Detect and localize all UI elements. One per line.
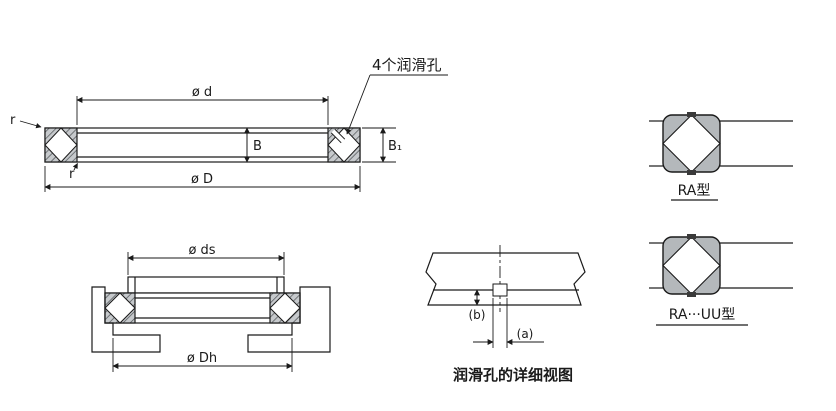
dim-label-b: (b): [469, 308, 486, 322]
mounted-diamond-right: [269, 292, 301, 324]
r-left-label: r: [10, 113, 16, 128]
dim-label-ds: ø ds: [188, 243, 215, 258]
housing-right: [247, 286, 331, 353]
r-bottom-label: r: [69, 167, 75, 182]
ra-bottom-notch: [687, 170, 696, 175]
lube-hole-detail-view: (b) (a) 润滑孔的详细视图: [425, 245, 586, 384]
dim-label-B1: B₁: [388, 139, 402, 154]
ra-type-label: RA型: [678, 183, 711, 199]
ring-section-strip: [425, 252, 586, 306]
ra-top-notch: [687, 112, 696, 117]
detail-caption: 润滑孔的详细视图: [453, 366, 573, 384]
housing-left: [91, 286, 161, 353]
crossed-roller-diamond-left: [44, 127, 78, 163]
dimension-b: (b): [469, 289, 486, 322]
mounting-view: ø ds ø Dh: [91, 243, 331, 372]
dim-label-d: ø d: [192, 85, 212, 100]
lube-hole-slot: [330, 128, 346, 144]
main-cross-section-view: ø d ø D B B₁ r r: [10, 56, 448, 192]
dimension-B1: B₁: [362, 127, 402, 163]
type-icons: RA型 RA···UU型: [649, 112, 793, 326]
dim-label-B: B: [253, 139, 262, 154]
clamp-plate: [127, 276, 285, 294]
mounted-diamond-left: [104, 292, 136, 324]
dimension-ds: ø ds: [127, 243, 285, 275]
rauu-top-notch: [687, 234, 696, 239]
lube-holes-callout: 4个润滑孔: [346, 56, 448, 135]
dim-label-a: (a): [517, 327, 534, 341]
type-icon-rauu: RA···UU型: [649, 234, 793, 326]
dimension-Dh: ø Dh: [112, 338, 293, 372]
lube-holes-label: 4个润滑孔: [372, 56, 442, 74]
lube-hole: [492, 283, 508, 297]
radius-r-left: r: [10, 113, 42, 129]
rauu-type-label: RA···UU型: [669, 307, 736, 323]
radius-r-bottom: r: [69, 163, 78, 182]
dimension-d: ø d: [76, 85, 329, 125]
bearing-outline: [44, 127, 361, 163]
dim-label-D: ø D: [191, 172, 213, 187]
dim-label-Dh: ø Dh: [187, 351, 217, 366]
type-icon-ra: RA型: [649, 112, 793, 201]
dimension-D: ø D: [44, 166, 361, 192]
rauu-bottom-notch: [687, 292, 696, 297]
dimension-a: (a): [473, 298, 544, 348]
dimension-B: B: [244, 127, 262, 163]
